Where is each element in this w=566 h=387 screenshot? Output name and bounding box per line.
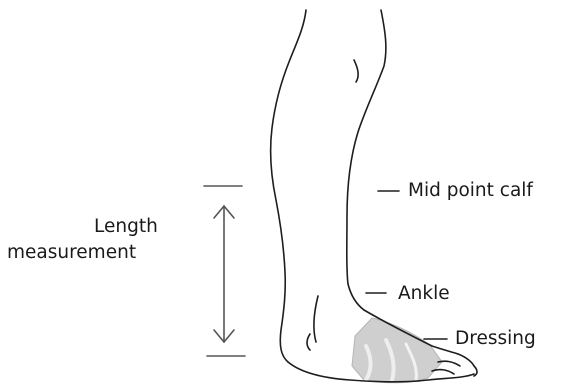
toe-line <box>438 361 460 366</box>
length-measurement-marker <box>204 186 245 356</box>
ankle-bone-line <box>314 296 318 342</box>
toe-line <box>432 370 454 374</box>
leg-front-outline <box>347 10 386 310</box>
calf-detail-line <box>354 60 358 82</box>
length-measurement-label-line1: Length <box>94 216 158 238</box>
ankle-bone-line <box>307 334 310 350</box>
ankle-label: Ankle <box>398 283 450 305</box>
label-leaders <box>366 191 447 339</box>
length-measurement-label-line2: measurement <box>7 242 136 264</box>
leg-back-outline <box>271 10 306 362</box>
dressing-label: Dressing <box>455 328 536 350</box>
toes-outline <box>458 354 477 376</box>
mid-point-calf-label: Mid point calf <box>408 180 533 202</box>
